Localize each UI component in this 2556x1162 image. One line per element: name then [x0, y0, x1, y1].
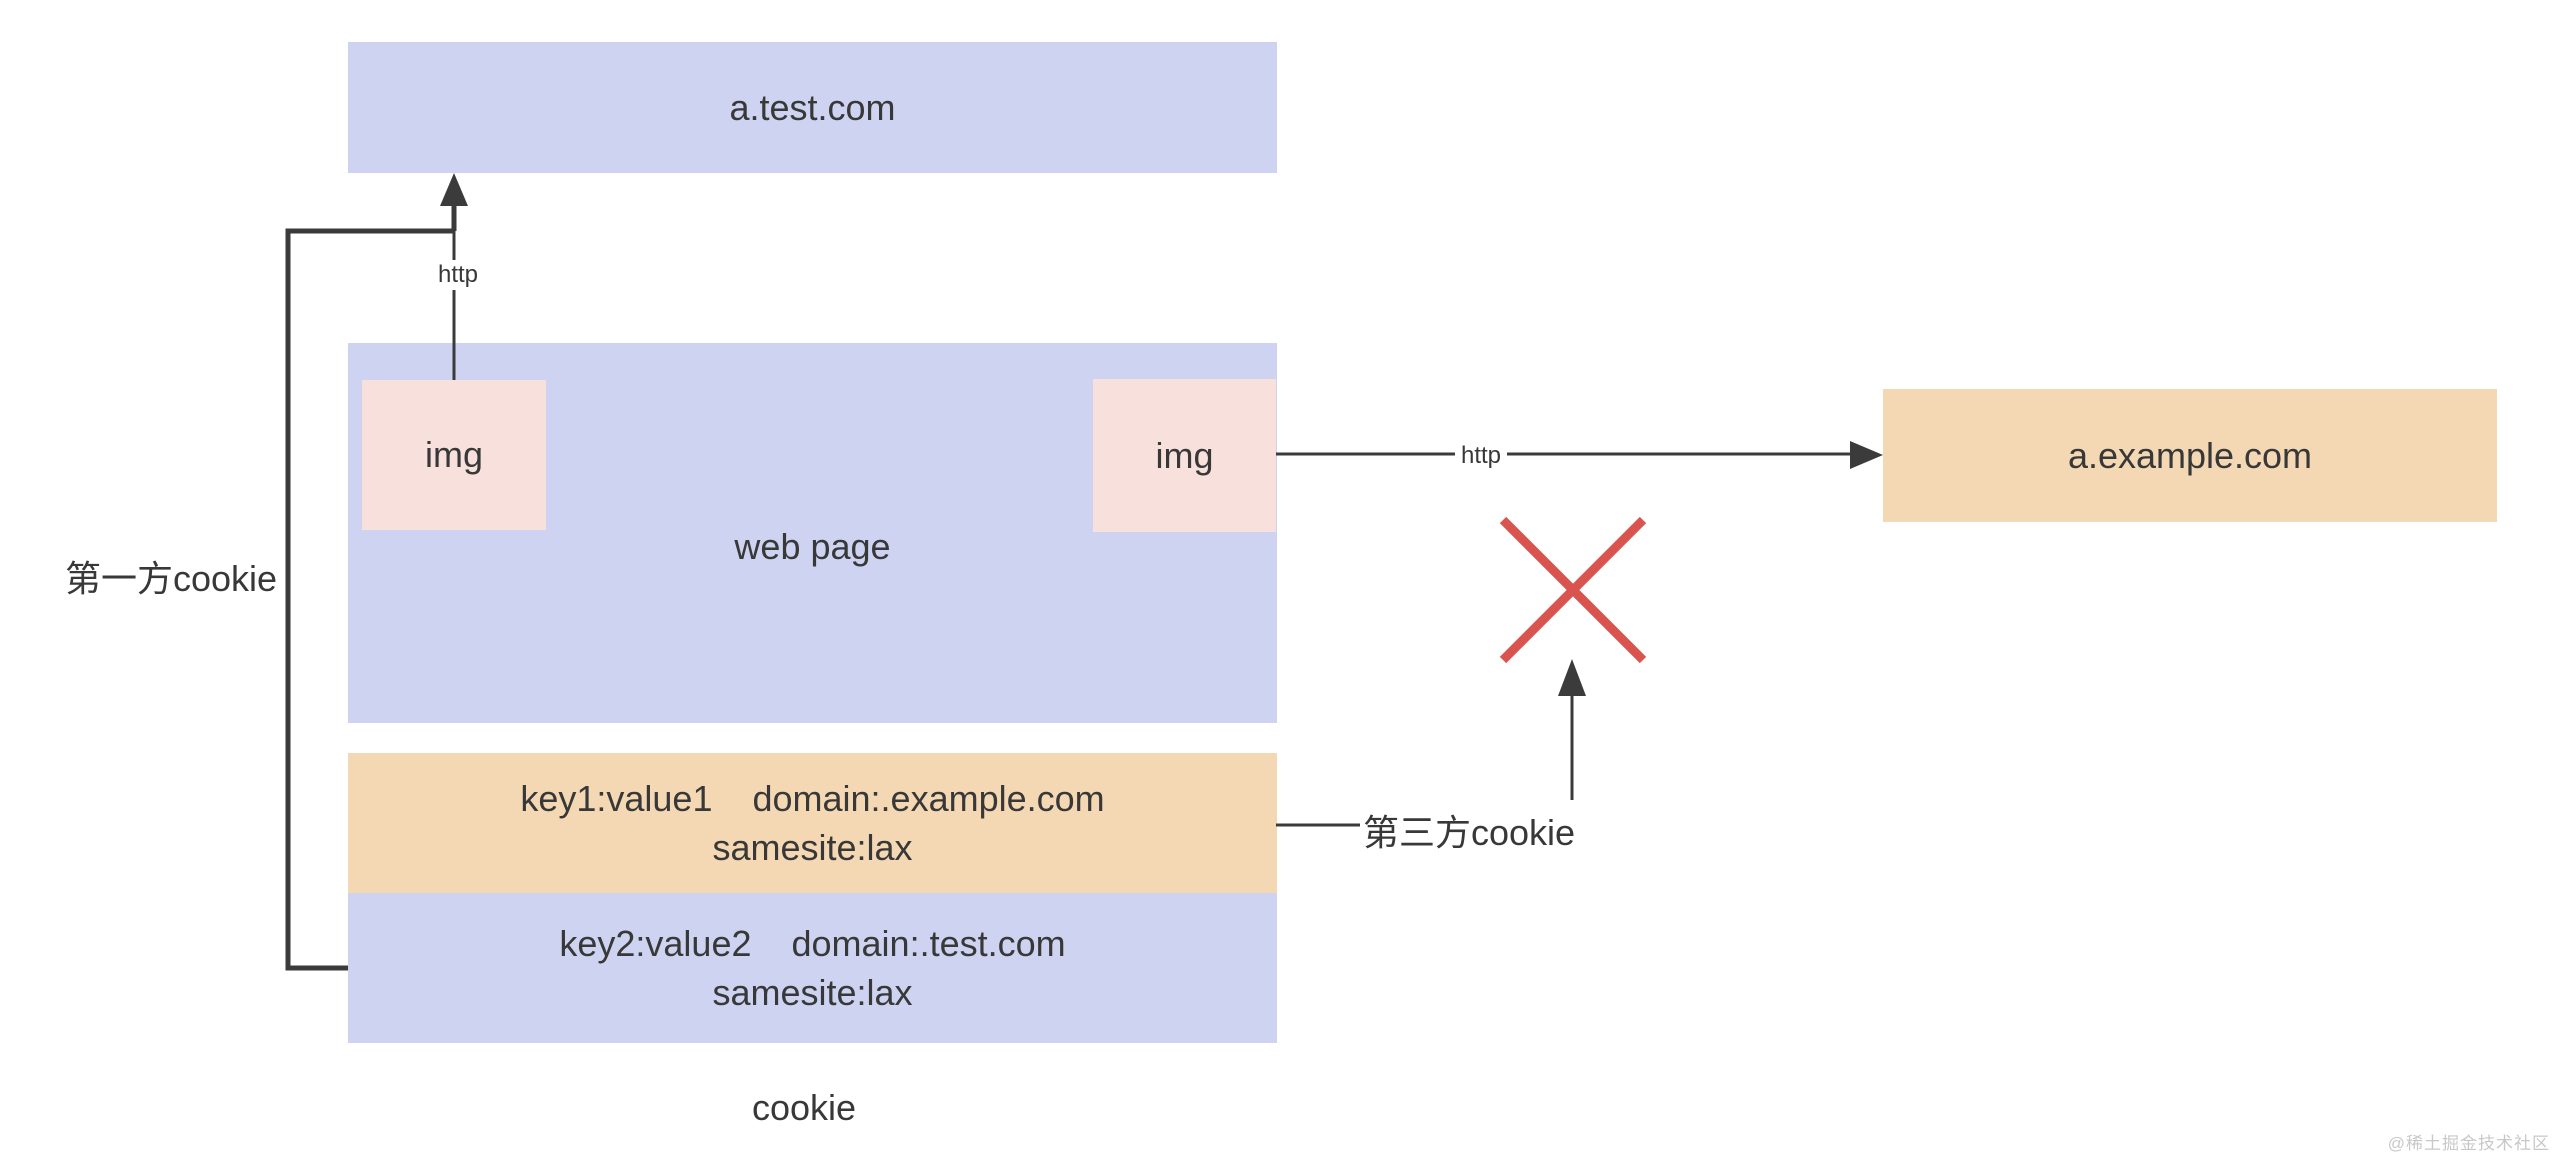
img-left-box: img	[362, 380, 546, 530]
blocked-x-icon	[1499, 516, 1647, 664]
cookie-key1-domain: domain:.example.com	[752, 778, 1105, 819]
cookie-key2-samesite: samesite:lax	[712, 972, 913, 1013]
cookie-row-key1: key1:value1 domain:.example.com samesite:…	[348, 753, 1277, 893]
cookie-key2-pair: key2:value2	[559, 923, 752, 964]
cookie-key1-line1: key1:value1 domain:.example.com	[520, 774, 1104, 823]
http-right-label: http	[1454, 441, 1508, 471]
cookie-key1-samesite: samesite:lax	[712, 827, 913, 868]
http-right-arrowhead-icon	[1850, 441, 1883, 469]
cookie-key2-domain: domain:.test.com	[791, 923, 1066, 964]
a-test-com-label: a.test.com	[729, 86, 896, 128]
cookie-key2-line1: key2:value2 domain:.test.com	[559, 919, 1065, 968]
a-example-com-box: a.example.com	[1883, 389, 2497, 522]
a-example-com-label: a.example.com	[2067, 434, 2313, 476]
watermark: @稀土掘金技术社区	[2387, 1134, 2550, 1153]
img-right-box: img	[1093, 379, 1276, 532]
a-test-com-box: a.test.com	[348, 42, 1277, 173]
cookie-key1-pair: key1:value1	[520, 778, 713, 819]
http-top-label: http	[431, 260, 485, 290]
first-party-cookie-label: 第一方cookie	[65, 558, 278, 599]
web-page-label: web page	[734, 526, 891, 567]
img-right-label: img	[1155, 434, 1214, 476]
third-party-arrowhead-icon	[1558, 659, 1586, 696]
img-left-label: img	[424, 434, 483, 475]
cookie-store-label: cookie	[752, 1087, 857, 1128]
first-party-arrowhead-icon	[440, 173, 468, 206]
cookie-row-key2: key2:value2 domain:.test.com samesite:lax	[348, 893, 1277, 1043]
third-party-cookie-label: 第三方cookie	[1363, 812, 1576, 853]
